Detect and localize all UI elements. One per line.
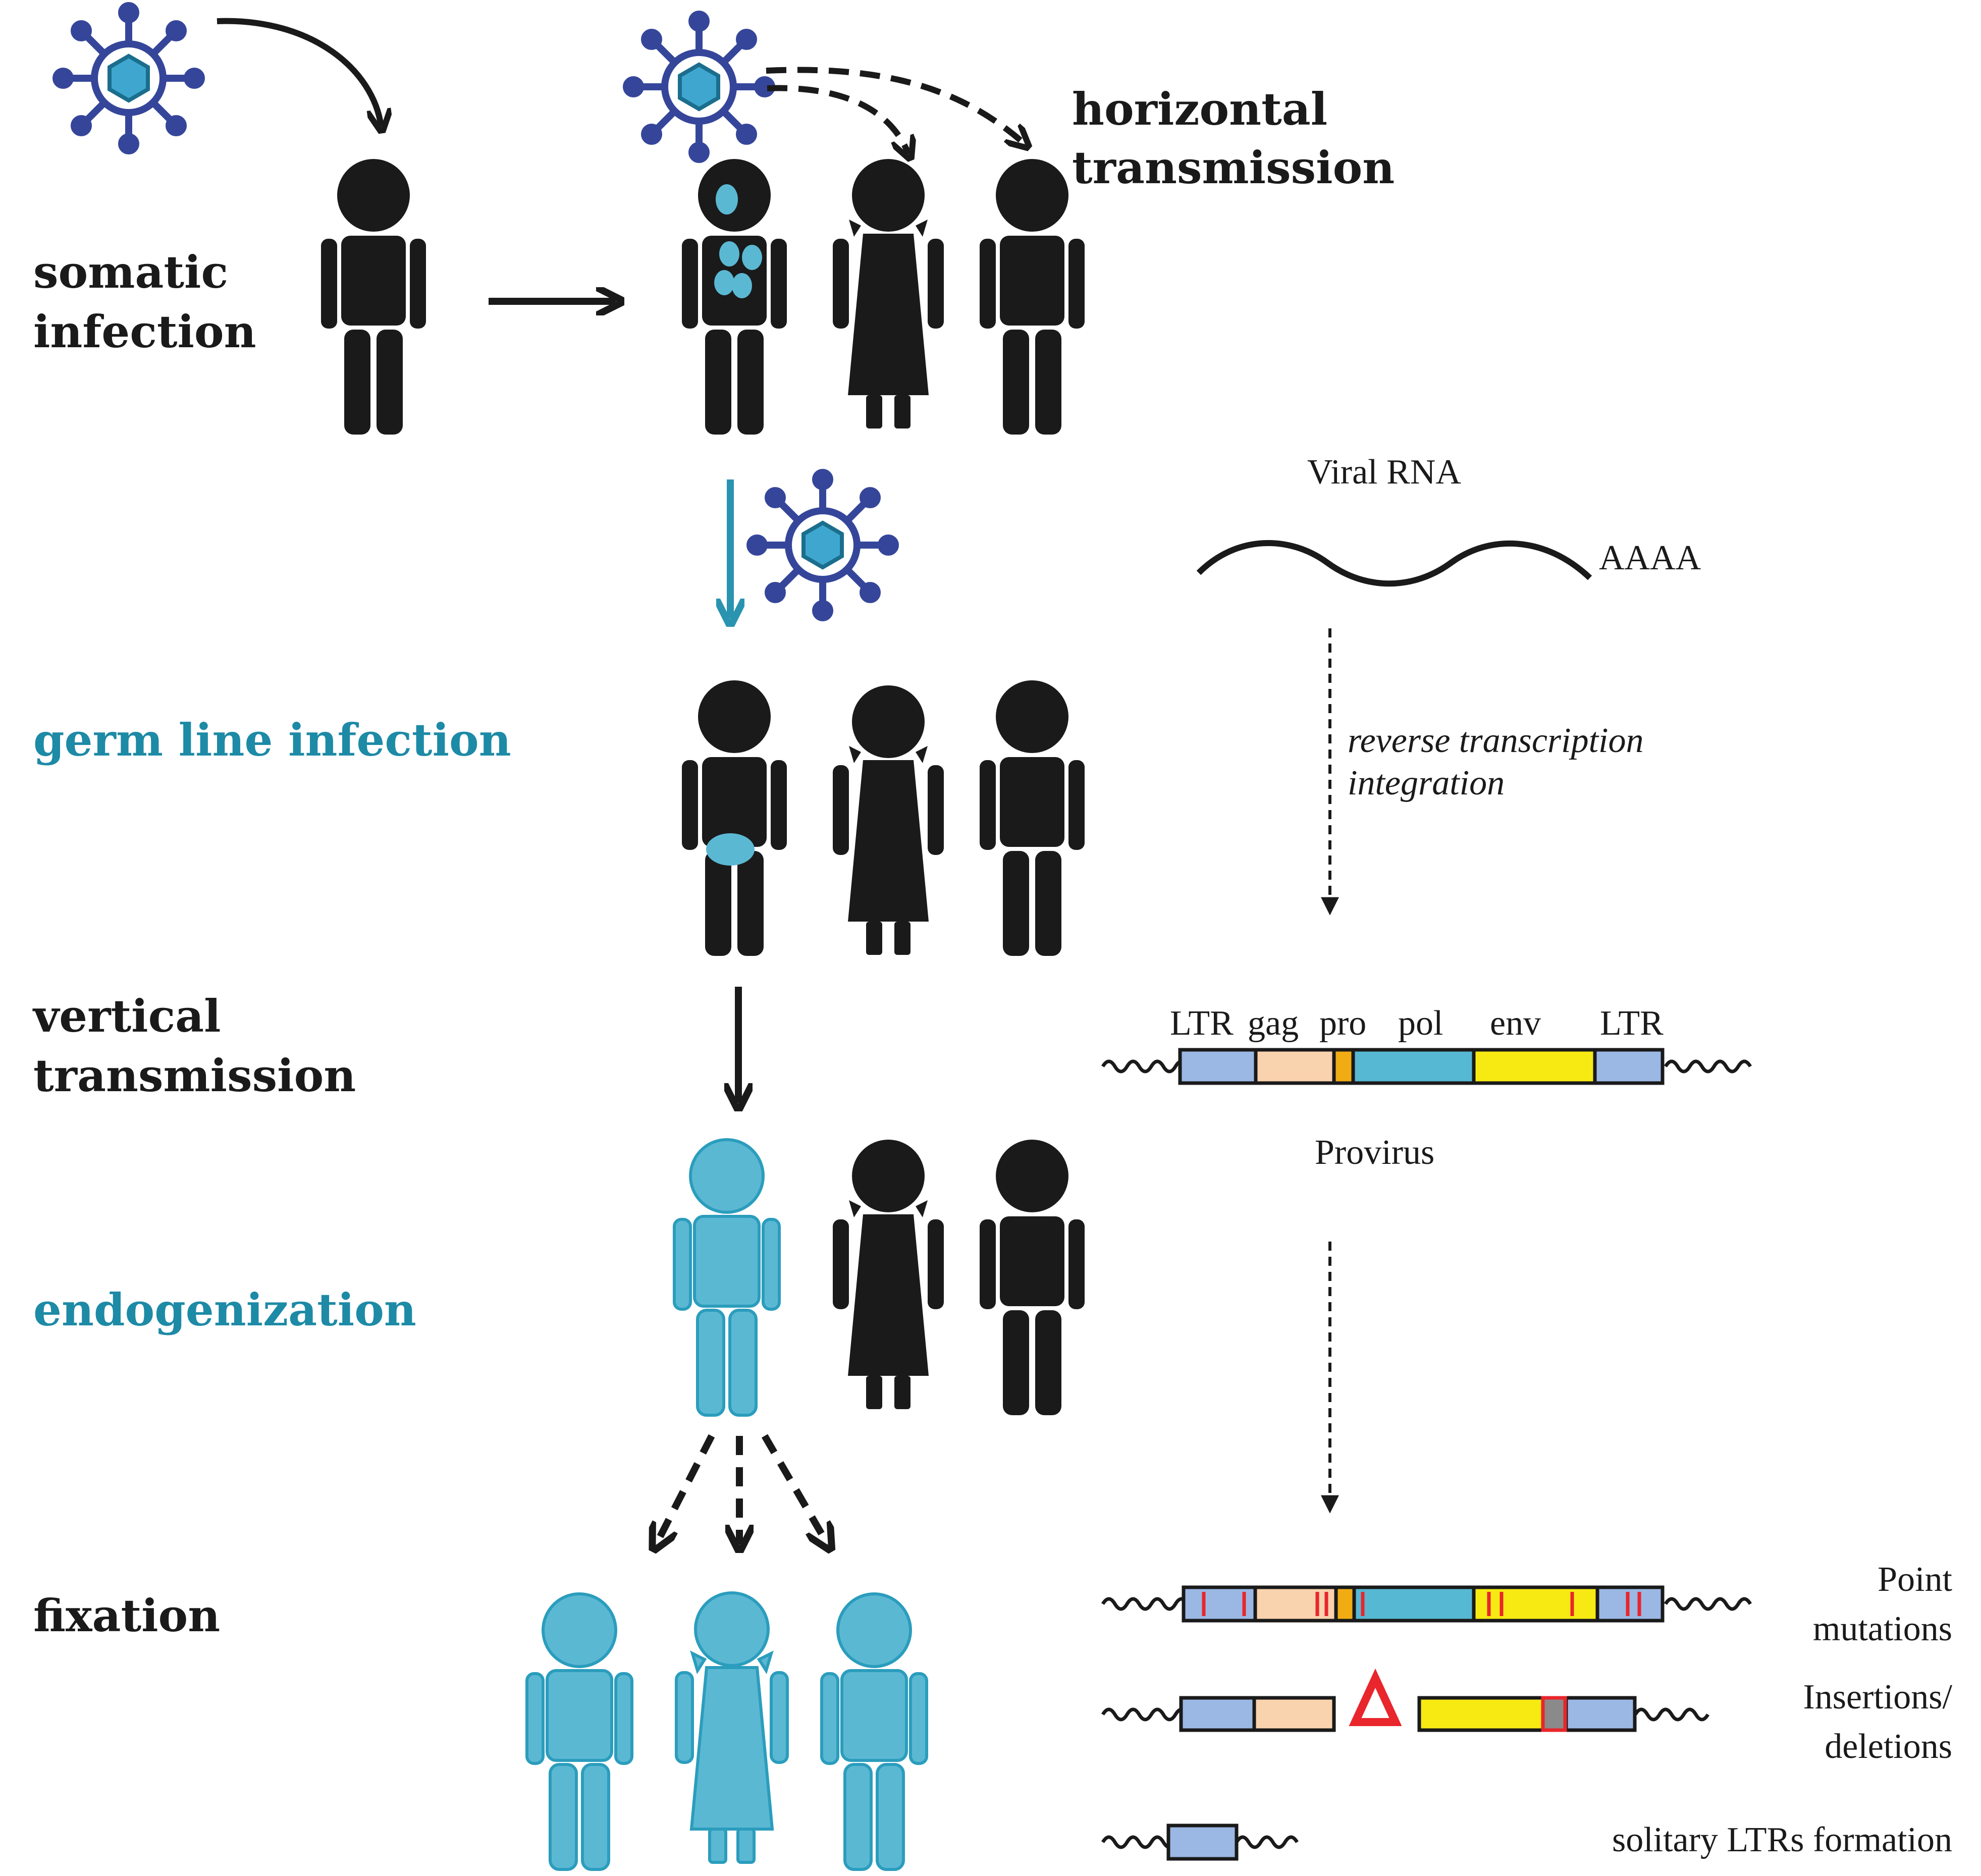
gene-label-pro: pro [1319,1004,1366,1043]
ltr-box [1595,1585,1665,1623]
ltr-box [1179,1696,1256,1732]
germ-line-person-icon [682,680,787,956]
infection-arrow [217,18,381,126]
girl-icon [833,1140,944,1409]
horizontal-label-line2: transmission [1072,141,1395,194]
fixation-arrow-left [656,1434,715,1544]
virus-icon [56,6,201,151]
horizontal-arrow-2 [767,85,908,154]
env-box [1417,1696,1545,1732]
germ-line-label: germ line infection [33,714,511,766]
dna-strand-icon [1633,1707,1710,1722]
ltr-box [1166,1824,1239,1861]
process-line1: reverse transcription [1348,721,1644,760]
outcome-point-line1: Point [1878,1560,1952,1599]
fixed-person-icon [822,1594,927,1869]
outcome-solitary-ltr: solitary LTRs formation [1612,1820,1952,1859]
gag-box [1252,1696,1336,1732]
polya-label: AAAA [1599,539,1701,577]
gene-label-pol: pol [1398,1004,1443,1043]
pro-box [1332,1048,1355,1085]
pro-box [1334,1585,1356,1623]
outcome-indel-line1: Insertions/ [1803,1678,1952,1717]
fixation-arrow-right [761,1434,828,1544]
dna-strand-icon [1101,1707,1190,1722]
outcome-indel-line2: deletions [1825,1727,1952,1766]
endogenization-label: endogenization [33,1283,416,1336]
env-box [1472,1048,1597,1085]
dna-strand-icon [1664,1597,1752,1611]
horizontal-arrow-1 [766,67,1025,144]
delta-icon [1349,1668,1402,1726]
ltr-box [1178,1048,1258,1085]
provirus-bar [1101,1048,1752,1085]
vertical-label-line1: vertical [32,990,221,1042]
indel-bar [1101,1668,1710,1732]
gag-box [1254,1048,1336,1085]
pol-box [1352,1585,1476,1623]
dna-strand-icon [1235,1835,1299,1849]
virus-icon [626,14,772,159]
person-icon [980,680,1085,956]
person-icon [980,159,1085,435]
dna-strand-icon [1101,1835,1177,1849]
gene-labels: LTR gag pro pol env LTR [1170,1004,1664,1043]
gag-box [1253,1585,1338,1623]
fixed-girl-icon [676,1593,787,1862]
person-icon [980,1140,1085,1415]
endogenized-person-icon [674,1140,779,1415]
ltr-box [1593,1048,1665,1085]
dna-strand-icon [1664,1059,1752,1074]
girl-icon [833,685,944,955]
solitary-ltr-bar [1101,1824,1299,1861]
fixed-person-icon [527,1594,632,1869]
somatic-label-line1: somatic [33,246,228,298]
pol-box [1351,1048,1476,1085]
dna-strand-icon [1101,1059,1190,1074]
ltr-box [1564,1696,1637,1732]
vertical-label-line2: transmission [33,1049,356,1102]
svg-text:Insertions/deletions: Insertions/deletions [1803,1678,1952,1766]
gene-label-ltr-right: LTR [1600,1004,1664,1043]
gene-label-gag: gag [1248,1004,1299,1043]
fixation-label: fixation [33,1589,220,1642]
env-box [1472,1585,1599,1623]
viral-rna-strand [1196,540,1592,587]
dna-strand-icon [1101,1597,1190,1611]
gene-label-env: env [1490,1004,1541,1043]
insertion-box [1541,1696,1567,1732]
provirus-label: Provirus [1315,1133,1434,1172]
gene-label-ltr-left: LTR [1170,1004,1234,1043]
point-mutations-bar [1101,1585,1752,1623]
mutation-marks [1202,1592,1641,1616]
viral-rna-label: Viral RNA [1307,453,1461,492]
process-line2: integration [1348,764,1505,802]
horizontal-label-line1: horizontal [1072,83,1327,135]
person-icon [321,159,426,435]
virus-icon [750,472,895,618]
somatic-label-line2: infection [33,305,256,358]
girl-icon [833,159,944,428]
outcome-point-line2: mutations [1813,1610,1952,1648]
infected-person-icon [682,159,787,435]
